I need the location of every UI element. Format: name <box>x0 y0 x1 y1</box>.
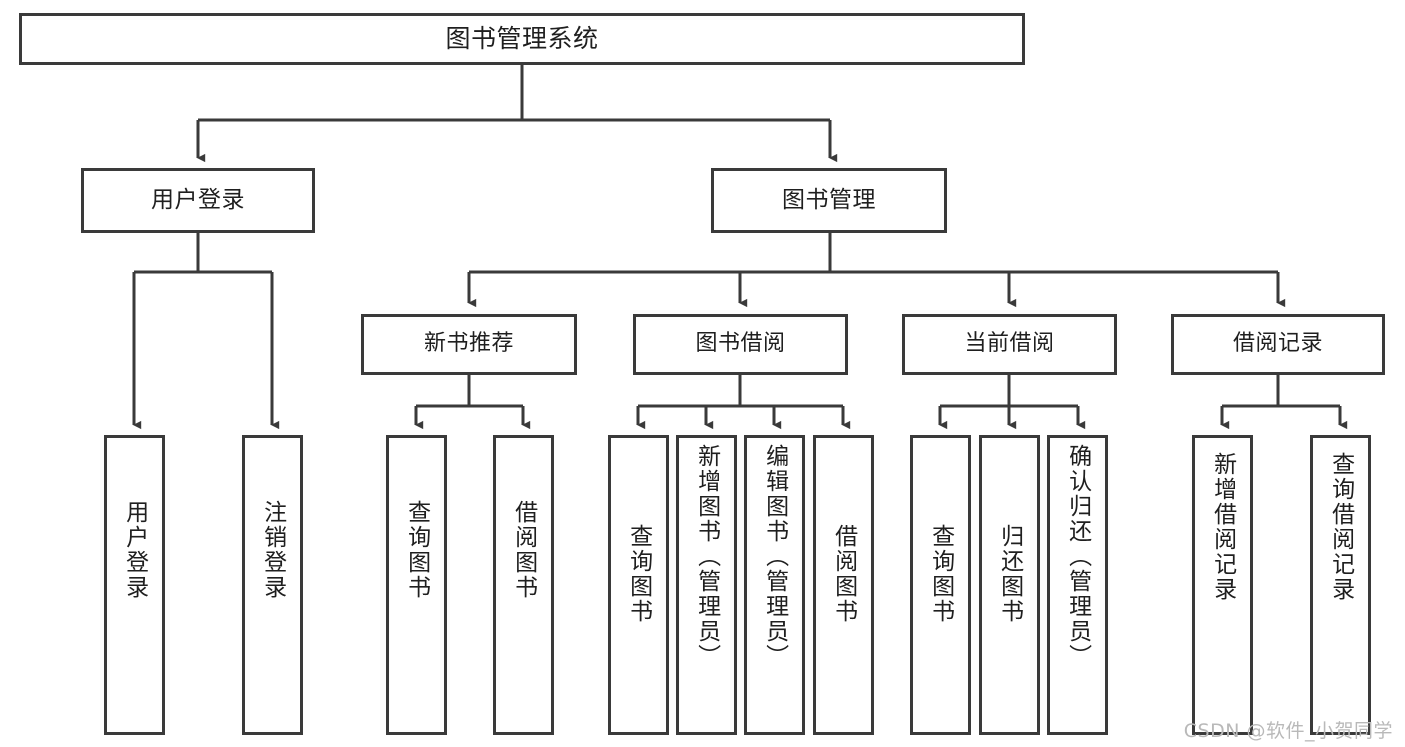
node-label: 新增图书（管理员） <box>693 444 720 669</box>
node-label: 查询图书 <box>403 500 430 600</box>
leaf-add-book-admin[interactable]: 新增图书（管理员） <box>676 435 737 735</box>
node-borrow-record[interactable]: 借阅记录 <box>1171 314 1385 375</box>
leaf-return-book[interactable]: 归还图书 <box>979 435 1040 735</box>
leaf-query-borrow-record[interactable]: 查询借阅记录 <box>1310 435 1371 735</box>
leaf-user-login[interactable]: 用户登录 <box>104 435 165 735</box>
node-label: 注销登录 <box>259 500 286 600</box>
leaf-confirm-return-admin[interactable]: 确认归还（管理员） <box>1047 435 1108 735</box>
node-label: 借阅记录 <box>1232 331 1323 357</box>
node-label: 用户登录 <box>121 500 148 600</box>
node-new-book-recommend[interactable]: 新书推荐 <box>361 314 577 375</box>
leaf-edit-book-admin[interactable]: 编辑图书（管理员） <box>744 435 805 735</box>
node-label: 用户登录 <box>151 186 245 213</box>
leaf-query-book-borrow[interactable]: 查询图书 <box>608 435 669 735</box>
leaf-borrow-book-new[interactable]: 借阅图书 <box>493 435 554 735</box>
leaf-query-book-new[interactable]: 查询图书 <box>386 435 447 735</box>
node-label: 查询图书 <box>927 524 954 624</box>
node-label: 图书管理系统 <box>445 24 599 53</box>
leaf-logout[interactable]: 注销登录 <box>242 435 303 735</box>
leaf-add-borrow-record[interactable]: 新增借阅记录 <box>1192 435 1253 735</box>
node-book-borrow[interactable]: 图书借阅 <box>633 314 848 375</box>
node-book-management[interactable]: 图书管理 <box>711 168 947 233</box>
node-label: 当前借阅 <box>964 331 1055 357</box>
node-label: 查询借阅记录 <box>1327 452 1354 602</box>
node-label: 编辑图书（管理员） <box>761 444 788 669</box>
node-label: 借阅图书 <box>510 500 537 600</box>
leaf-borrow-book[interactable]: 借阅图书 <box>813 435 874 735</box>
node-label: 图书借阅 <box>695 331 786 357</box>
leaf-query-book-current[interactable]: 查询图书 <box>910 435 971 735</box>
node-current-borrow[interactable]: 当前借阅 <box>902 314 1117 375</box>
node-label: 确认归还（管理员） <box>1064 444 1091 669</box>
node-label: 新书推荐 <box>423 331 514 357</box>
node-label: 图书管理 <box>782 186 876 213</box>
node-label: 借阅图书 <box>830 524 857 624</box>
node-user-login[interactable]: 用户登录 <box>81 168 315 233</box>
node-label: 新增借阅记录 <box>1209 452 1236 602</box>
node-label: 查询图书 <box>625 524 652 624</box>
node-label: 归还图书 <box>996 524 1023 624</box>
node-root-system[interactable]: 图书管理系统 <box>19 13 1025 65</box>
